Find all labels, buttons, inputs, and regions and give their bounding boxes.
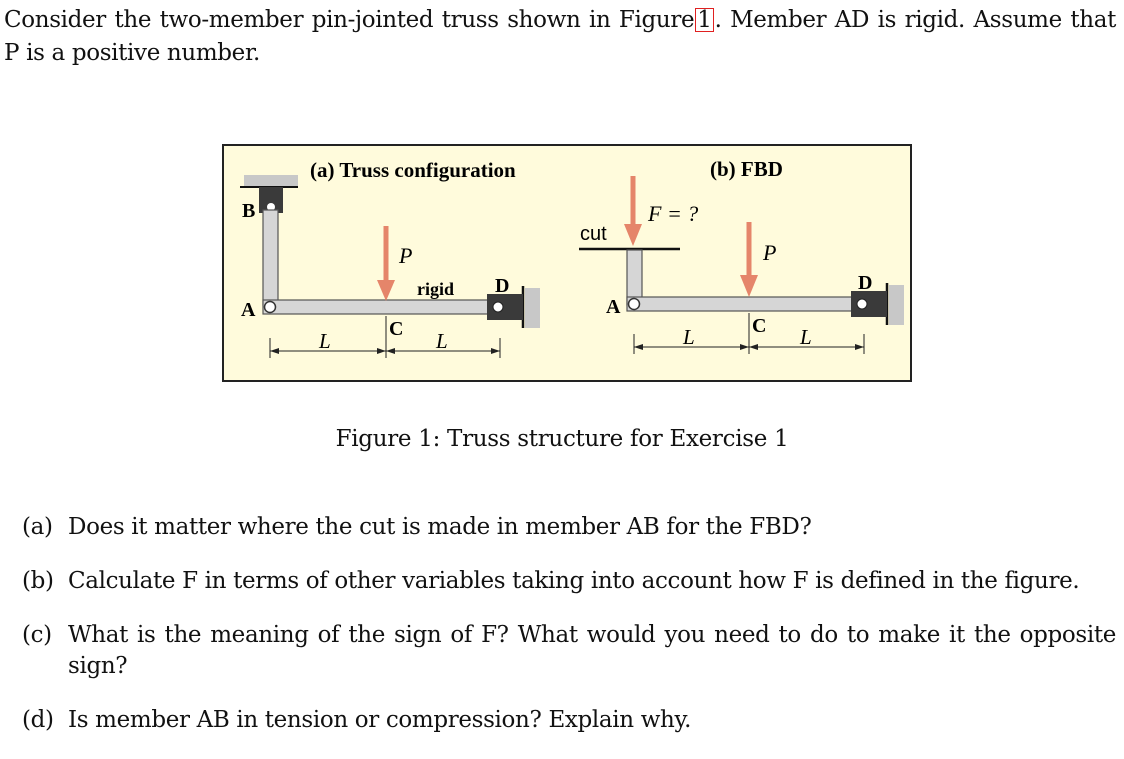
question-item: (d) Is member AB in tension or compressi… [22,705,1116,736]
dim-arrow-icon [491,348,500,354]
label-l-2: L [435,329,448,353]
question-item: (a) Does it matter where the cut is made… [22,512,1116,543]
fbd-joint-a [627,297,641,311]
question-text: What is the meaning of the sign of F? Wh… [68,622,1116,679]
fbd-label-d: D [858,272,872,294]
dim-arrow-icon [377,348,386,354]
question-text: Calculate F in terms of other variables … [68,568,1080,594]
dim-arrow-icon [634,344,643,350]
panel-b-title: (b) FBD [710,157,783,181]
truss-figure-svg: (a) Truss configuration B A D P rigid [224,146,910,380]
dim-arrow-icon [855,344,864,350]
member-ad [262,299,500,315]
load-p-arrow-icon [377,280,395,301]
problem-statement: Consider the two-member pin-jointed trus… [4,4,1116,70]
question-label: (a) [22,514,53,540]
figure-caption: Figure 1: Truss structure for Exercise 1 [335,426,789,452]
wall-support-d [525,288,540,328]
figure-reference-link[interactable]: 1 [695,7,714,33]
label-cut: cut [580,223,607,245]
fbd-pin-block-d [851,291,887,317]
label-b: B [242,200,255,222]
intro-text-before: Consider the two-member pin-jointed trus… [4,7,695,33]
ceiling-support-b [244,175,298,186]
joint-b [267,203,275,211]
label-rigid: rigid [417,279,454,299]
panel-a: (a) Truss configuration B A D P rigid [240,158,540,358]
label-d: D [495,275,509,297]
dim-arrow-icon [749,344,758,350]
question-label: (d) [22,707,54,733]
force-f-arrow-icon [624,224,642,246]
fbd-label-c: C [752,315,766,337]
question-item: (c) What is the meaning of the sign of F… [22,620,1116,682]
fbd-label-l-2: L [799,325,812,349]
member-ab [262,209,279,306]
label-f-unknown: F = ? [647,201,698,226]
label-a: A [241,299,256,321]
panel-b: (b) FBD cut F = ? A D P C [579,157,904,354]
fbd-joint-d [856,298,868,310]
question-text: Is member AB in tension or compression? … [68,707,692,733]
dim-arrow-icon [740,344,749,350]
question-list: (a) Does it matter where the cut is made… [22,512,1116,759]
fbd-label-l-1: L [682,325,695,349]
fbd-load-p-arrow-icon [740,275,758,297]
figure-background [224,146,910,380]
dim-arrow-icon [270,348,279,354]
fbd-member-ad [626,296,864,312]
question-label: (c) [22,622,52,648]
panel-a-title: (a) Truss configuration [310,158,516,182]
question-text: Does it matter where the cut is made in … [68,514,812,540]
pin-block-d [487,294,523,320]
label-p: P [398,243,412,268]
dim-arrow-icon [386,348,395,354]
question-item: (b) Calculate F in terms of other variab… [22,566,1116,597]
fbd-label-p: P [762,240,776,265]
truss-figure: (a) Truss configuration B A D P rigid [222,144,912,382]
fbd-label-a: A [606,296,621,318]
intro-text-after: . Member AD is rigid. Assume that P is a… [4,7,1117,66]
question-label: (b) [22,568,54,594]
joint-a [263,300,277,314]
label-c: C [389,318,403,340]
fbd-wall-support-d [889,285,904,325]
joint-d [492,301,504,313]
label-l-1: L [318,329,331,353]
